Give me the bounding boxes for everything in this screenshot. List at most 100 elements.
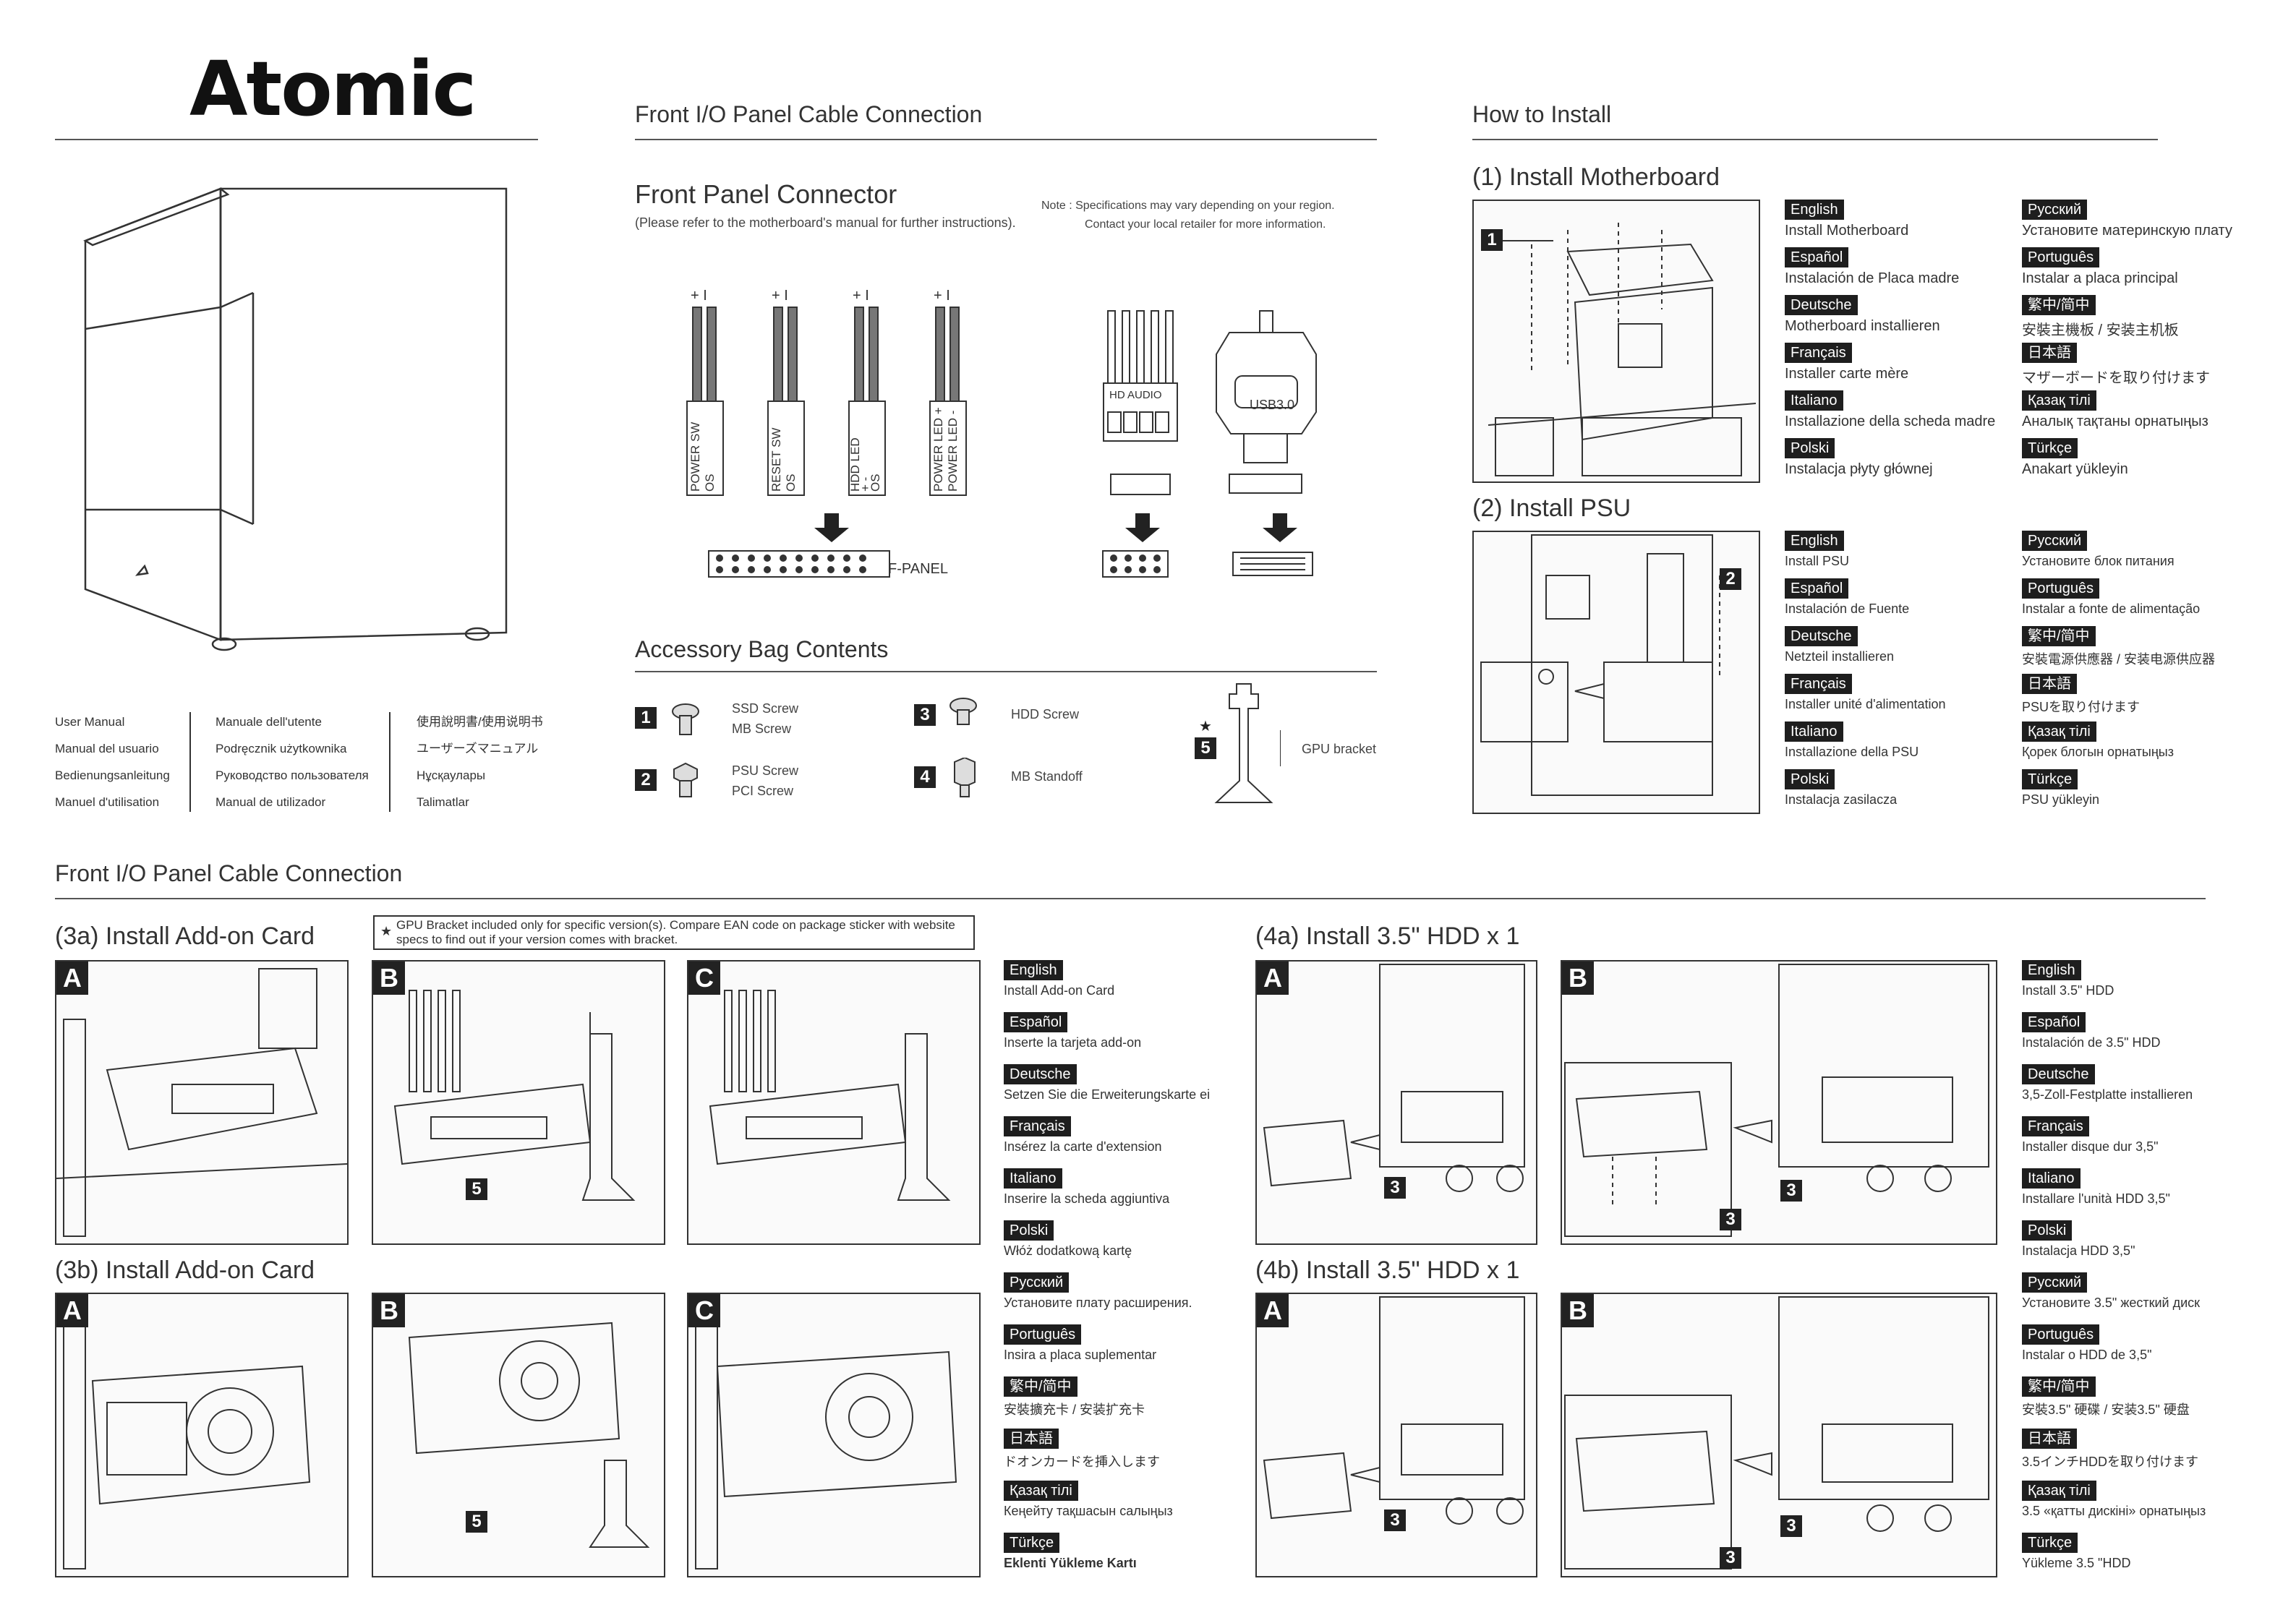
- accessory-num: 4: [914, 766, 936, 788]
- how-to-install-rule: [1472, 139, 2158, 140]
- accessory-text: PSU Screw PCI Screw: [732, 763, 799, 798]
- lang-badge: Қазақ тілі: [1004, 1481, 1078, 1501]
- lang-text: Кеңейту тақшасын салыңыз: [1004, 1504, 1173, 1518]
- lang-badge: Polski: [1785, 769, 1835, 789]
- how-to-install-heading: How to Install: [1472, 101, 1612, 127]
- psu-heading: (2) Install PSU: [1472, 494, 1631, 522]
- lang-text: 安裝擴充卡 / 安装扩充卡: [1004, 1403, 1145, 1417]
- lang-badge: Italiano: [1004, 1168, 1062, 1189]
- accessory-text: SSD Screw MB Screw: [732, 701, 799, 736]
- note-line-1: Note : Specifications may vary depending…: [1041, 200, 1335, 212]
- lang-text: Instalación de 3.5" HDD: [2022, 1035, 2161, 1050]
- step-num: 3: [1384, 1509, 1406, 1531]
- lang-badge: Русский: [2022, 1272, 2088, 1293]
- accessory-rule: [635, 671, 1377, 672]
- manual-label: ユーザーズマニュアル: [417, 742, 539, 755]
- lang-badge: Қазақ тілі: [2022, 1481, 2096, 1501]
- step-num: 3: [1720, 1547, 1741, 1569]
- lang-text: Setzen Sie die Erweiterungskarte ei: [1004, 1087, 1211, 1102]
- manual-list-3: 使用說明書/使用说明书 ユーザーズマニュアル Нұсқаулары Talima…: [417, 708, 543, 815]
- gpu-bracket-icon: [1208, 680, 1280, 810]
- plug-label-reset-sw: RESET SW OS: [769, 427, 798, 492]
- front-panel-plugs: [680, 286, 983, 502]
- region-note: Note : Specifications may vary depending…: [1041, 197, 1335, 234]
- lang-text: 安裝主機板 / 安装主机板: [2022, 322, 2179, 338]
- plug-polarity: + I: [691, 288, 707, 304]
- gpu-note-box: ★ GPU Bracket included only for specific…: [373, 915, 975, 950]
- accessory-num: 1: [635, 707, 657, 729]
- hdd-b-step-b: B 3 3: [1561, 1293, 1997, 1577]
- lang-badge: Español: [1785, 247, 1849, 267]
- lang-text: ドオンカードを挿入します: [1004, 1455, 1160, 1469]
- addon-b-heading: (3b) Install Add-on Card: [55, 1256, 315, 1284]
- lang-badge: English: [1004, 960, 1063, 980]
- hdd-b-step-a: A 3: [1255, 1293, 1537, 1577]
- usb-label: USB3.0: [1250, 398, 1295, 412]
- lang-badge: English: [2022, 960, 2081, 980]
- accessory-num: 5: [1195, 737, 1216, 759]
- lang-badge: 繁中/简中: [2022, 295, 2096, 315]
- lang-text: Instalación de Placa madre: [1785, 270, 1960, 286]
- lang-text: Insira a placa suplementar: [1004, 1348, 1157, 1362]
- psu-lang-list-1: English Install PSU Español Instalación …: [1785, 531, 2016, 813]
- lang-text: Insérez la carte d'extension: [1004, 1139, 1162, 1154]
- lang-badge: 日本語: [2022, 343, 2077, 363]
- step-letter: B: [1562, 962, 1594, 995]
- lang-text: Instalar o HDD de 3,5": [2022, 1348, 2152, 1362]
- star-icon: ★: [1199, 719, 1212, 735]
- plug-label-power-led: POWER LED + POWER LED -: [931, 407, 960, 492]
- lang-text: Instalación de Fuente: [1785, 601, 1910, 616]
- manual-divider: [189, 712, 191, 812]
- accessory-text: HDD Screw: [1011, 707, 1080, 721]
- step-num: 1: [1481, 229, 1503, 251]
- lang-text: Instalacja zasilacza: [1785, 792, 1898, 807]
- lang-text: Аналық тақтаны орнатыңыз: [2022, 414, 2208, 429]
- step-num: 5: [466, 1511, 487, 1533]
- lang-text: Installazione della PSU: [1785, 745, 1919, 759]
- mb-lang-list-2: Русский Установите материнскую плату Por…: [2022, 200, 2261, 481]
- lang-text: 3.5インチHDDを取り付けます: [2022, 1455, 2199, 1469]
- mb-lang-list-1: English Install Motherboard Español Inst…: [1785, 200, 2016, 481]
- step-num: 3: [1384, 1177, 1406, 1199]
- lang-text: Włóż dodatkową kartę: [1004, 1243, 1132, 1258]
- lang-text: Installer carte mère: [1785, 366, 1909, 382]
- lang-badge: Deutsche: [1004, 1064, 1077, 1084]
- screw-icon: [670, 701, 701, 737]
- connector-heading: Front Panel Connector: [635, 179, 897, 209]
- lang-text: Install PSU: [1785, 554, 1850, 568]
- lang-badge: Français: [2022, 1116, 2089, 1136]
- lang-badge: Português: [2022, 1324, 2100, 1345]
- lang-badge: Italiano: [2022, 1168, 2081, 1189]
- lang-text: Eklenti Yükleme Kartı: [1004, 1556, 1137, 1570]
- front-io-heading: Front I/O Panel Cable Connection: [635, 101, 983, 127]
- step-letter: C: [688, 1294, 720, 1327]
- step-num: 3: [1720, 1209, 1741, 1230]
- step-num: 2: [1720, 568, 1741, 590]
- lang-text: Установите блок питания: [2022, 554, 2175, 568]
- star-icon: ★: [380, 924, 393, 938]
- manual-label: Manuel d'utilisation: [55, 795, 160, 809]
- lang-badge: 繁中/简中: [2022, 1376, 2096, 1397]
- lang-badge: English: [1785, 531, 1844, 551]
- lang-text: 安裝3.5" 硬碟 / 安装3.5" 硬盘: [2022, 1403, 2190, 1417]
- addon-a-step-c: C: [687, 960, 981, 1245]
- psu-illustration: [1472, 531, 1760, 814]
- lang-text: Установите материнскую плату: [2022, 223, 2232, 239]
- lang-badge: Français: [1004, 1116, 1071, 1136]
- step-letter: A: [56, 962, 88, 995]
- lang-badge: English: [1785, 200, 1844, 220]
- lang-text: Installer disque dur 3,5": [2022, 1139, 2159, 1154]
- lang-badge: Italiano: [1785, 721, 1843, 742]
- lang-text: Motherboard installieren: [1785, 318, 1940, 334]
- lang-badge: 繁中/简中: [2022, 626, 2096, 646]
- lang-text: Inserire la scheda aggiuntiva: [1004, 1191, 1170, 1206]
- lang-badge: Қазақ тілі: [2022, 390, 2096, 411]
- lang-badge: Türkçe: [2022, 1533, 2078, 1553]
- lang-badge: Deutsche: [1785, 295, 1858, 315]
- accessory-num: 2: [635, 769, 657, 791]
- mb-heading: (1) Install Motherboard: [1472, 163, 1720, 191]
- screw-icon: [670, 762, 701, 798]
- lang-badge: 繁中/简中: [1004, 1376, 1077, 1397]
- addon-a-heading: (3a) Install Add-on Card: [55, 922, 315, 950]
- lang-badge: Español: [2022, 1012, 2086, 1032]
